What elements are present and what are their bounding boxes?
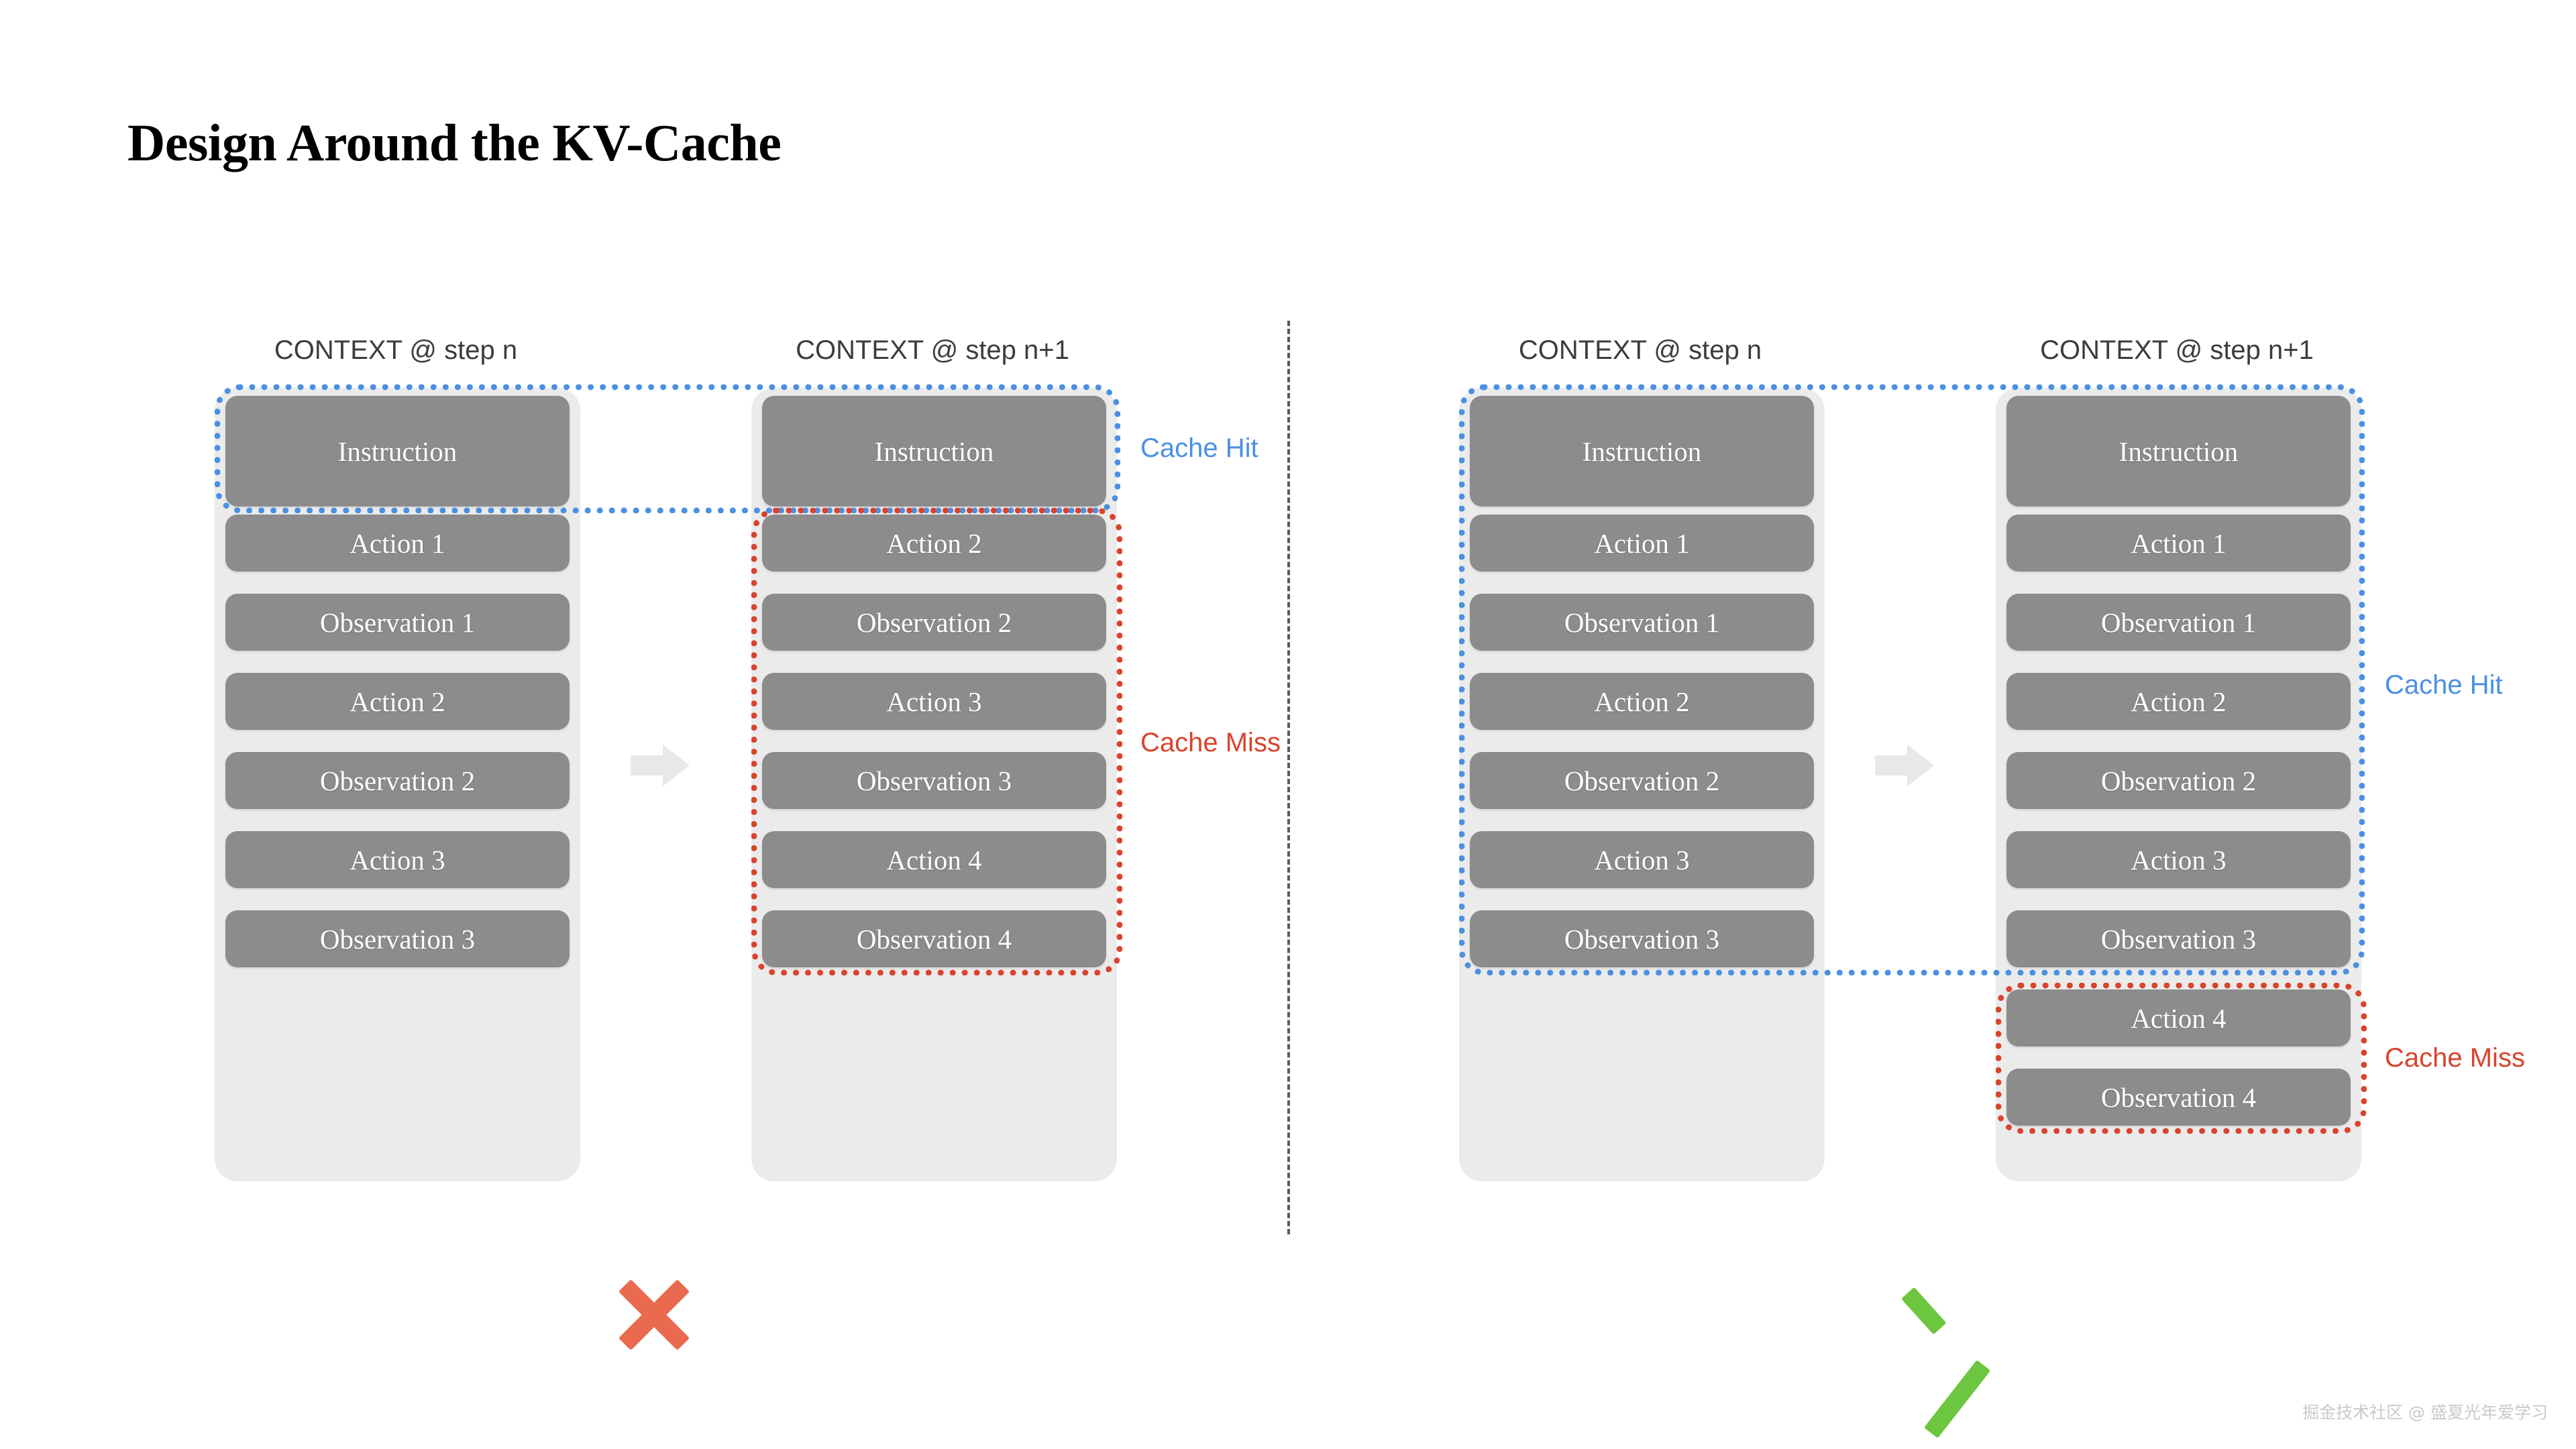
cache-miss-region [1996, 983, 2367, 1134]
block-observation-2[interactable]: Observation 2 [225, 752, 570, 809]
block-observation-1[interactable]: Observation 1 [1470, 594, 1814, 651]
block-observation-1[interactable]: Observation 1 [2006, 594, 2351, 651]
cache-hit-region [215, 384, 1120, 513]
cache-miss-label: Cache Miss [1140, 728, 1281, 757]
column-header-left-step-n: CONTEXT @ step n [274, 335, 518, 365]
block-action-3[interactable]: Action 3 [225, 831, 570, 888]
block-instruction[interactable]: Instruction [2006, 396, 2351, 506]
block-observation-3[interactable]: Observation 3 [2006, 910, 2351, 967]
block-action-2[interactable]: Action 2 [762, 515, 1106, 572]
flow-arrow-icon [631, 745, 691, 786]
cache-miss-region [751, 508, 1122, 975]
block-action-1[interactable]: Action 1 [2006, 515, 2351, 572]
block-observation-4[interactable]: Observation 4 [762, 910, 1106, 967]
block-instruction[interactable]: Instruction [762, 396, 1106, 506]
cache-miss-label: Cache Miss [2385, 1043, 2525, 1073]
cross-icon [614, 1275, 694, 1355]
cache-hit-label: Cache Hit [1140, 433, 1258, 463]
block-observation-2[interactable]: Observation 2 [762, 594, 1106, 651]
cache-hit-label: Cache Hit [2385, 670, 2503, 700]
column-header-right-step-n1: CONTEXT @ step n+1 [2040, 335, 2314, 365]
block-action-2[interactable]: Action 2 [1470, 673, 1814, 730]
column-header-right-step-n: CONTEXT @ step n [1518, 335, 1762, 365]
block-instruction[interactable]: Instruction [225, 396, 570, 506]
block-action-2[interactable]: Action 2 [225, 673, 570, 730]
panel-divider [1287, 321, 1290, 1234]
block-observation-2[interactable]: Observation 2 [1470, 752, 1814, 809]
block-observation-4[interactable]: Observation 4 [2006, 1069, 2351, 1126]
block-action-4[interactable]: Action 4 [2006, 989, 2351, 1046]
block-action-3[interactable]: Action 3 [2006, 831, 2351, 888]
block-action-3[interactable]: Action 3 [762, 673, 1106, 730]
flow-arrow-icon [1875, 745, 1935, 786]
block-action-3[interactable]: Action 3 [1470, 831, 1814, 888]
block-observation-3[interactable]: Observation 3 [225, 910, 570, 967]
block-action-1[interactable]: Action 1 [225, 515, 570, 572]
block-action-1[interactable]: Action 1 [1470, 515, 1814, 572]
block-observation-1[interactable]: Observation 1 [225, 594, 570, 651]
cache-hit-region [1459, 384, 2365, 975]
block-observation-3[interactable]: Observation 3 [762, 752, 1106, 809]
block-action-2[interactable]: Action 2 [2006, 673, 2351, 730]
check-icon [1885, 1268, 1991, 1439]
block-action-4[interactable]: Action 4 [762, 831, 1106, 888]
watermark: 掘金技术社区 @ 盛夏光年爱学习 [2302, 1403, 2548, 1422]
block-instruction[interactable]: Instruction [1470, 396, 1814, 506]
column-header-left-step-n1: CONTEXT @ step n+1 [796, 335, 1069, 365]
block-observation-3[interactable]: Observation 3 [1470, 910, 1814, 967]
block-observation-2[interactable]: Observation 2 [2006, 752, 2351, 809]
page-title: Design Around the KV-Cache [127, 113, 782, 172]
